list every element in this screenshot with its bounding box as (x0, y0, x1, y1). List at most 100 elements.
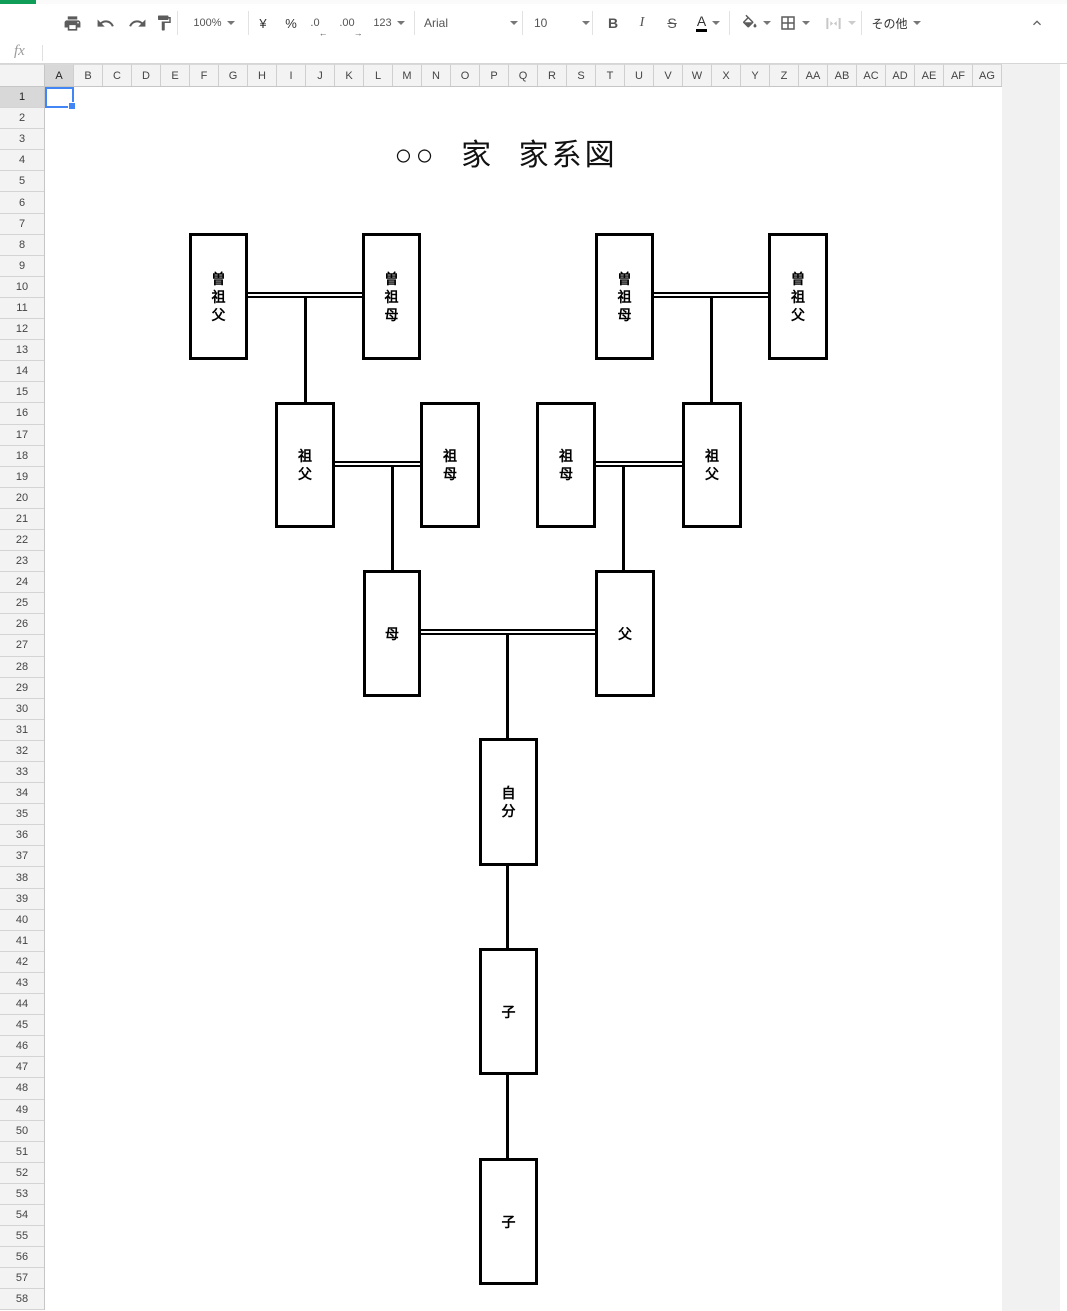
column-header-C[interactable]: C (103, 64, 132, 86)
column-header-J[interactable]: J (306, 64, 335, 86)
column-header-H[interactable]: H (248, 64, 277, 86)
row-header-37[interactable]: 37 (0, 846, 44, 868)
row-header-1[interactable]: 1 (0, 87, 44, 109)
row-header-21[interactable]: 21 (0, 508, 44, 530)
row-header-12[interactable]: 12 (0, 319, 44, 341)
bold-button[interactable]: B (602, 4, 624, 42)
row-header-15[interactable]: 15 (0, 382, 44, 404)
row-header-51[interactable]: 51 (0, 1141, 44, 1163)
row-header-56[interactable]: 56 (0, 1247, 44, 1269)
row-header-24[interactable]: 24 (0, 572, 44, 594)
column-header-X[interactable]: X (712, 64, 741, 86)
selected-cell-a1[interactable] (45, 87, 76, 110)
column-header-N[interactable]: N (422, 64, 451, 86)
format-percent-button[interactable]: % (281, 4, 301, 42)
zoom-select[interactable]: 100% (186, 4, 242, 42)
decrease-decimal-button[interactable]: .0← (304, 4, 328, 42)
increase-decimal-button[interactable]: .00→ (334, 4, 362, 42)
row-header-39[interactable]: 39 (0, 888, 44, 910)
column-header-Q[interactable]: Q (509, 64, 538, 86)
row-header-29[interactable]: 29 (0, 677, 44, 699)
row-header-32[interactable]: 32 (0, 740, 44, 762)
fill-handle[interactable] (68, 102, 76, 110)
row-header-18[interactable]: 18 (0, 445, 44, 467)
row-header-11[interactable]: 11 (0, 297, 44, 320)
row-header-14[interactable]: 14 (0, 361, 44, 383)
column-header-E[interactable]: E (161, 64, 190, 86)
row-header-16[interactable]: 16 (0, 403, 44, 425)
row-header-5[interactable]: 5 (0, 171, 44, 193)
row-header-9[interactable]: 9 (0, 255, 44, 277)
row-header-42[interactable]: 42 (0, 951, 44, 973)
more-button[interactable]: その他 (868, 4, 924, 42)
row-header-31[interactable]: 31 (0, 719, 44, 741)
column-header-AA[interactable]: AA (799, 64, 828, 86)
column-header-AC[interactable]: AC (857, 64, 886, 86)
row-header-34[interactable]: 34 (0, 783, 44, 805)
column-header-AB[interactable]: AB (828, 64, 857, 86)
font-family-select[interactable]: Arial (422, 4, 520, 42)
row-header-41[interactable]: 41 (0, 930, 44, 952)
column-header-AG[interactable]: AG (973, 64, 1002, 86)
column-header-U[interactable]: U (625, 64, 654, 86)
row-header-40[interactable]: 40 (0, 909, 44, 931)
row-header-3[interactable]: 3 (0, 129, 44, 151)
column-header-L[interactable]: L (364, 64, 393, 86)
row-header-52[interactable]: 52 (0, 1162, 44, 1184)
row-header-7[interactable]: 7 (0, 213, 44, 235)
column-header-Z[interactable]: Z (770, 64, 799, 86)
row-header-44[interactable]: 44 (0, 994, 44, 1016)
fill-color-button[interactable] (737, 4, 773, 42)
redo-button[interactable] (124, 4, 150, 42)
format-currency-button[interactable]: ¥ (253, 4, 273, 42)
merge-cells-button[interactable] (820, 4, 860, 42)
column-header-AD[interactable]: AD (886, 64, 915, 86)
grid-canvas[interactable] (45, 87, 1002, 1311)
italic-button[interactable]: I (631, 4, 653, 42)
row-header-33[interactable]: 33 (0, 762, 44, 784)
row-header-35[interactable]: 35 (0, 804, 44, 826)
more-formats-button[interactable]: 123 (368, 4, 410, 42)
row-header-10[interactable]: 10 (0, 276, 44, 298)
column-header-M[interactable]: M (393, 64, 422, 86)
column-header-T[interactable]: T (596, 64, 625, 86)
row-header-47[interactable]: 47 (0, 1057, 44, 1079)
collapse-toolbar-button[interactable] (1022, 4, 1052, 42)
row-header-4[interactable]: 4 (0, 150, 44, 172)
row-header-46[interactable]: 46 (0, 1036, 44, 1058)
column-header-R[interactable]: R (538, 64, 567, 86)
row-header-28[interactable]: 28 (0, 656, 44, 678)
row-header-23[interactable]: 23 (0, 551, 44, 573)
row-header-55[interactable]: 55 (0, 1226, 44, 1248)
row-header-8[interactable]: 8 (0, 234, 44, 256)
row-header-57[interactable]: 57 (0, 1268, 44, 1290)
row-header-58[interactable]: 58 (0, 1289, 44, 1311)
row-header-13[interactable]: 13 (0, 340, 44, 362)
column-header-F[interactable]: F (190, 64, 219, 86)
row-header-26[interactable]: 26 (0, 614, 44, 636)
column-header-B[interactable]: B (74, 64, 103, 86)
column-header-G[interactable]: G (219, 64, 248, 86)
column-header-D[interactable]: D (132, 64, 161, 86)
row-header-27[interactable]: 27 (0, 635, 44, 657)
row-header-22[interactable]: 22 (0, 529, 44, 552)
column-header-I[interactable]: I (277, 64, 306, 86)
select-all-corner[interactable] (0, 64, 45, 87)
formula-input[interactable] (48, 42, 1058, 63)
row-header-53[interactable]: 53 (0, 1183, 44, 1205)
row-header-49[interactable]: 49 (0, 1099, 44, 1121)
row-header-45[interactable]: 45 (0, 1015, 44, 1037)
row-header-2[interactable]: 2 (0, 108, 44, 130)
column-header-V[interactable]: V (654, 64, 683, 86)
strikethrough-button[interactable]: S (660, 4, 684, 42)
row-header-19[interactable]: 19 (0, 466, 44, 488)
text-color-button[interactable]: A (690, 4, 726, 42)
paint-format-button[interactable] (151, 4, 177, 42)
column-header-AE[interactable]: AE (915, 64, 944, 86)
row-header-50[interactable]: 50 (0, 1120, 44, 1142)
print-button[interactable] (59, 4, 85, 42)
column-header-S[interactable]: S (567, 64, 596, 86)
borders-button[interactable] (775, 4, 813, 42)
column-header-O[interactable]: O (451, 64, 480, 86)
font-size-select[interactable]: 10 (530, 4, 594, 42)
